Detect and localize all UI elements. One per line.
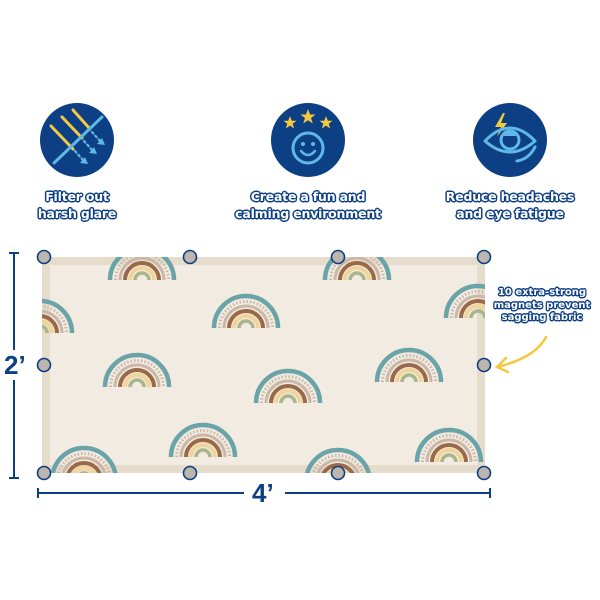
width-label: 4’ [250,478,276,508]
feature-label-line: Create a fun and [250,189,366,204]
filtered-light-icon [40,103,114,177]
magnet-icon [36,249,52,265]
width-dimension-line [37,488,491,498]
magnet-icon [36,357,52,373]
callout-line: 10 extra-strong [497,287,587,298]
feature-label: Filter out harsh glare [0,188,167,222]
magnet-icon [330,249,346,265]
feature-label-line: Filter out [45,189,109,204]
magnet-icon [182,465,198,481]
magnet-icon [476,465,492,481]
height-label: 2’ [2,350,28,380]
feature-filter-glare: Filter out harsh glare [0,103,167,222]
callout-line: magnets prevent [493,299,591,311]
feature-label-line: harsh glare [37,206,117,221]
magnet-icon [476,249,492,265]
magnet-icon [36,465,52,481]
smiley-stars-icon [271,103,345,177]
feature-label-line: Reduce headaches [445,189,575,204]
feature-label-line: calming environment [235,206,381,221]
height-dimension-line [9,252,19,479]
feature-calming-environment: Create a fun and calming environment [218,103,398,222]
magnet-icon [476,357,492,373]
feature-label: Reduce headaches and eye fatigue [420,188,600,222]
magnets [36,249,492,481]
feature-label: Create a fun and calming environment [218,188,398,222]
feature-reduce-headaches: Reduce headaches and eye fatigue [420,103,600,222]
magnet-icon [330,465,346,481]
callout-line: sagging fabric [501,312,583,323]
feature-label-line: and eye fatigue [456,206,564,221]
callout-arrow-icon [494,335,548,374]
magnet-icon [182,249,198,265]
eye-lightning-icon [473,103,547,177]
magnets-callout: 10 extra-strong magnets prevent sagging … [492,287,592,325]
